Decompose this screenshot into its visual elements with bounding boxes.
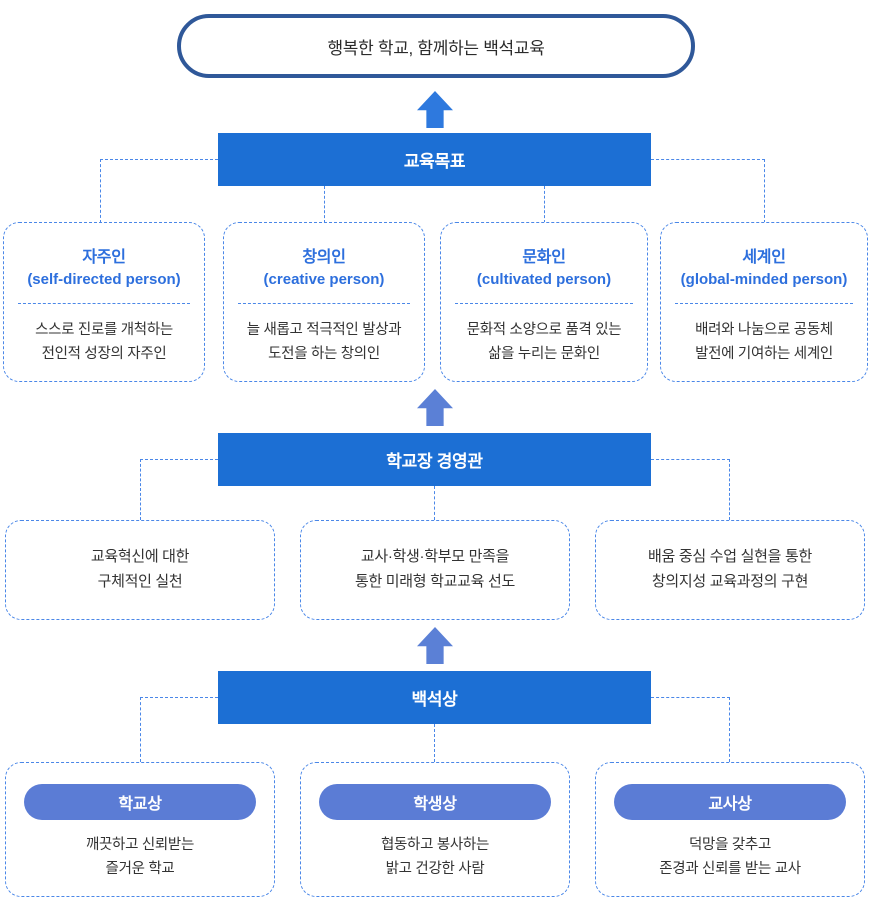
up-arrow-icon [417, 627, 453, 664]
connector-line [140, 697, 218, 698]
connector-line [140, 459, 141, 520]
management-description: 배움 중심 수업 실현을 통한 창의지성 교육과정의 구현 [596, 521, 864, 619]
goal-box-heading: 창의인 (creative person) [224, 223, 424, 299]
ideal-box-teacher: 교사상 덕망을 갖추고 존경과 신뢰를 받는 교사 [595, 762, 865, 897]
goal-title: 세계인 [742, 248, 786, 266]
ideal-badge-student: 학생상 [319, 784, 551, 820]
goal-title: 창의인 [302, 248, 346, 266]
banner-education-goals-label: 교육목표 [403, 152, 466, 171]
goal-subtitle: (creative person) [263, 270, 385, 288]
goal-box-heading: 자주인 (self-directed person) [4, 223, 204, 299]
connector-line [544, 186, 545, 223]
dashed-divider [675, 303, 853, 304]
management-description-line: 통한 미래형 학교교육 선도 [354, 573, 516, 590]
ideal-description: 깨끗하고 신뢰받는 즐거운 학교 [6, 820, 274, 896]
goal-description: 문화적 소양으로 품격 있는 삶을 누리는 문화인 [441, 304, 647, 381]
management-description: 교사·학생·학부모 만족을 통한 미래형 학교교육 선도 [301, 521, 569, 619]
ideal-description-line: 협동하고 봉사하는 [380, 837, 490, 854]
ideal-description: 덕망을 갖추고 존경과 신뢰를 받는 교사 [596, 820, 864, 896]
connector-line [140, 697, 141, 762]
management-box-curriculum: 배움 중심 수업 실현을 통한 창의지성 교육과정의 구현 [595, 520, 865, 620]
ideal-description-line: 깨끗하고 신뢰받는 [85, 837, 195, 854]
ideal-box-school: 학교상 깨끗하고 신뢰받는 즐거운 학교 [5, 762, 275, 897]
ideal-description-line: 즐거운 학교 [105, 861, 175, 877]
connector-line [764, 159, 765, 223]
connector-line [651, 159, 765, 160]
connector-line [434, 486, 435, 520]
up-arrow-icon [417, 91, 453, 128]
connector-line [100, 159, 101, 223]
connector-line [651, 697, 730, 698]
vision-pill: 행복한 학교, 함께하는 백석교육 [177, 14, 695, 78]
dashed-divider [18, 303, 190, 304]
management-description-line: 배움 중심 수업 실현을 통한 [648, 548, 812, 566]
goal-box-heading: 문화인 (cultivated person) [441, 223, 647, 299]
goal-description-line: 도전을 하는 창의인 [268, 345, 380, 362]
management-description-line: 교사·학생·학부모 만족을 [360, 548, 510, 566]
connector-line [729, 697, 730, 762]
goal-description-line: 삶을 누리는 문화인 [488, 345, 600, 362]
vision-text: 행복한 학교, 함께하는 백석교육 [327, 38, 545, 58]
goal-description-line: 발전에 기여하는 세계인 [695, 345, 833, 362]
management-box-innovation: 교육혁신에 대한 구체적인 실천 [5, 520, 275, 620]
banner-principal-management-label: 학교장 경영관 [386, 452, 483, 471]
goal-subtitle: (self-directed person) [27, 270, 181, 288]
connector-line [324, 186, 325, 223]
ideal-badge-school: 학교상 [24, 784, 256, 820]
goal-box-cultivated: 문화인 (cultivated person) 문화적 소양으로 품격 있는 삶… [440, 222, 648, 382]
goal-description-line: 문화적 소양으로 품격 있는 [466, 321, 622, 338]
goal-description: 배려와 나눔으로 공동체 발전에 기여하는 세계인 [661, 304, 867, 381]
management-description: 교육혁신에 대한 구체적인 실천 [6, 521, 274, 619]
goal-box-creative: 창의인 (creative person) 늘 새롭고 적극적인 발상과 도전을… [223, 222, 425, 382]
goal-box-heading: 세계인 (global-minded person) [661, 223, 867, 299]
goal-title: 자주인 [82, 248, 126, 266]
connector-line [140, 459, 218, 460]
goal-subtitle: (cultivated person) [476, 270, 612, 288]
management-box-satisfaction: 교사·학생·학부모 만족을 통한 미래형 학교교육 선도 [300, 520, 570, 620]
banner-education-goals: 교육목표 [218, 133, 651, 186]
ideal-description-line: 밝고 건강한 사람 [385, 861, 485, 877]
banner-baekseok-ideals-label: 백석상 [411, 690, 458, 709]
banner-principal-management: 학교장 경영관 [218, 433, 651, 486]
goal-description-line: 전인적 성장의 자주인 [41, 345, 167, 362]
connector-line [729, 459, 730, 520]
dashed-divider [455, 303, 633, 304]
ideal-description: 협동하고 봉사하는 밝고 건강한 사람 [301, 820, 569, 896]
goal-box-global-minded: 세계인 (global-minded person) 배려와 나눔으로 공동체 … [660, 222, 868, 382]
goal-description-line: 배려와 나눔으로 공동체 [695, 321, 833, 338]
management-description-line: 구체적인 실천 [97, 573, 183, 590]
dashed-divider [238, 303, 410, 304]
management-description-line: 창의지성 교육과정의 구현 [651, 573, 809, 590]
goal-title: 문화인 [522, 248, 566, 266]
goal-description-line: 스스로 진로를 개척하는 [35, 321, 173, 338]
connector-line [434, 724, 435, 762]
ideal-badge-teacher: 교사상 [614, 784, 846, 820]
goal-subtitle: (global-minded person) [680, 270, 848, 288]
up-arrow-icon [417, 389, 453, 426]
connector-line [651, 459, 730, 460]
connector-line [100, 159, 218, 160]
goal-description: 늘 새롭고 적극적인 발상과 도전을 하는 창의인 [224, 304, 424, 381]
ideal-description-line: 덕망을 갖추고 [689, 837, 771, 854]
goal-description-line: 늘 새롭고 적극적인 발상과 [246, 321, 402, 338]
management-description-line: 교육혁신에 대한 [90, 548, 190, 566]
ideal-box-student: 학생상 협동하고 봉사하는 밝고 건강한 사람 [300, 762, 570, 897]
goal-description: 스스로 진로를 개척하는 전인적 성장의 자주인 [4, 304, 204, 381]
ideal-description-line: 존경과 신뢰를 받는 교사 [659, 861, 801, 877]
banner-baekseok-ideals: 백석상 [218, 671, 651, 724]
goal-box-self-directed: 자주인 (self-directed person) 스스로 진로를 개척하는 … [3, 222, 205, 382]
